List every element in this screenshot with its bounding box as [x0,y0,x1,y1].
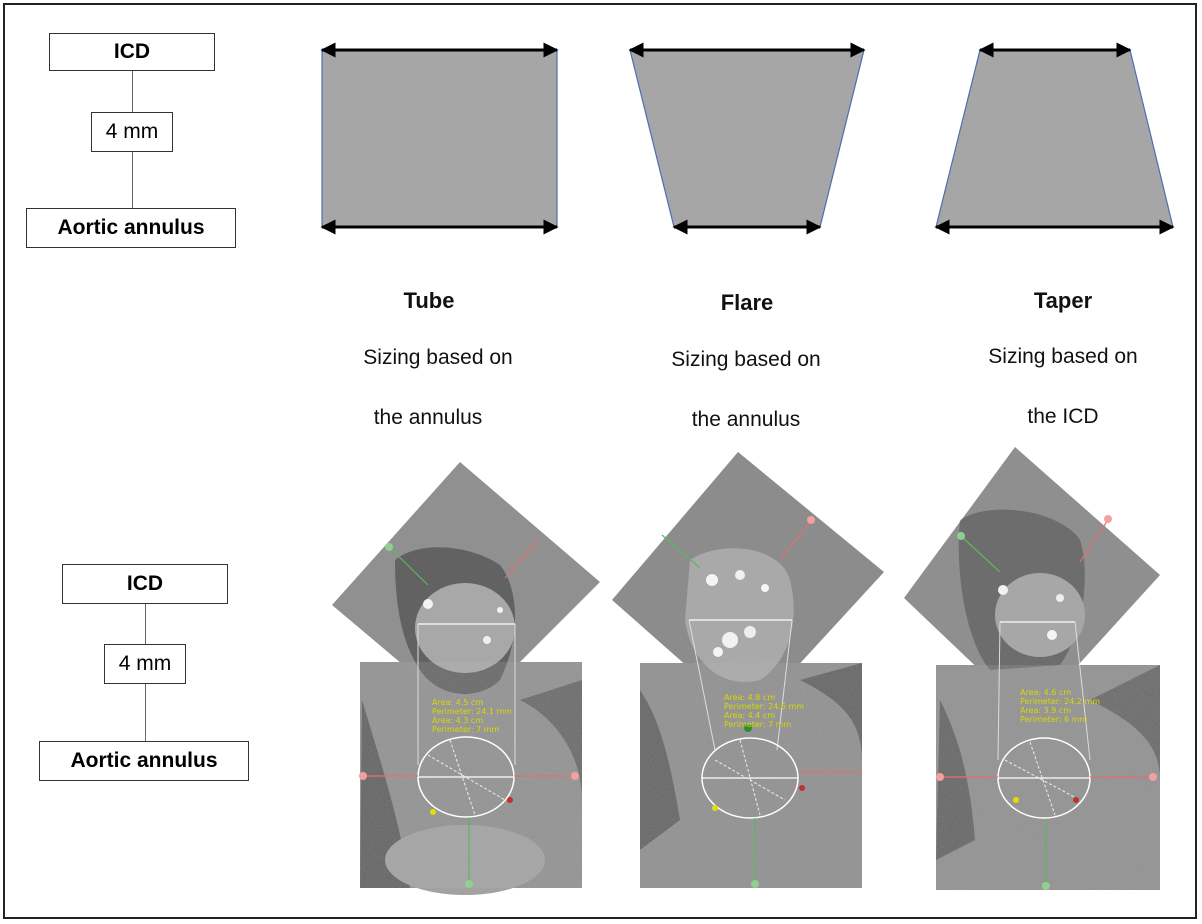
svg-text:Area: 3.9 cm: Area: 3.9 cm [1020,706,1071,715]
figure-frame [3,3,1197,919]
shape-title-taper: Taper [1033,288,1093,313]
annulus-label-top: Aortic annulus [57,216,205,239]
svg-text:Area: 4.6 cm: Area: 4.6 cm [1020,688,1071,697]
distance-label-bottom: 4 mm [118,652,172,675]
icd-label-top: ICD [113,40,151,63]
ct-image-tube: Area: 4.5 cm Perimeter: 24.1 mm Area: 4.… [332,462,600,895]
svg-text:Perimeter: 24.2 mm: Perimeter: 24.2 mm [1020,697,1100,706]
annulus-box-bottom: Aortic annulus [39,741,249,781]
svg-text:Perimeter: 24.6 mm: Perimeter: 24.6 mm [724,702,804,711]
svg-text:Perimeter: 7 mm: Perimeter: 7 mm [432,725,500,734]
shape-desc-tube-line1: Sizing based on [363,346,513,369]
svg-text:Area: 4.8 cm: Area: 4.8 cm [724,693,775,702]
shape-desc-taper-line1: Sizing based on [988,345,1138,368]
icd-label-bottom: ICD [126,572,164,595]
annulus-box-top: Aortic annulus [26,208,236,248]
distance-box-bottom: 4 mm [104,644,186,684]
shape-title-tube: Tube [403,288,455,313]
icd-box-top: ICD [49,33,215,71]
svg-text:Perimeter: 24.1 mm: Perimeter: 24.1 mm [432,707,512,716]
ct-image-flare: Area: 4.8 cm Perimeter: 24.6 mm Area: 4.… [612,452,884,888]
svg-text:Area: 4.5 cm: Area: 4.5 cm [432,698,483,707]
svg-text:Perimeter: 7 mm: Perimeter: 7 mm [724,720,792,729]
annulus-label-bottom: Aortic annulus [70,749,218,772]
distance-label-top: 4 mm [105,120,159,143]
shape-title-flare: Flare [720,290,774,315]
distance-box-top: 4 mm [91,112,173,152]
svg-text:Area: 4.3 cm: Area: 4.3 cm [432,716,483,725]
shape-desc-taper-line2: the ICD [1027,405,1099,428]
shape-desc-flare-line2: the annulus [691,408,801,431]
shape-desc-flare-line1: Sizing based on [671,348,821,371]
shape-desc-tube-line2: the annulus [373,406,483,429]
icd-box-bottom: ICD [62,564,228,604]
tube-shape [320,42,559,235]
taper-shape [934,42,1175,235]
flare-shape [628,42,866,235]
svg-text:Perimeter: 6 mm: Perimeter: 6 mm [1020,715,1088,724]
ct-image-taper: Area: 4.6 cm Perimeter: 24.2 mm Area: 3.… [904,447,1160,890]
svg-text:Area: 4.4 cm: Area: 4.4 cm [724,711,775,720]
